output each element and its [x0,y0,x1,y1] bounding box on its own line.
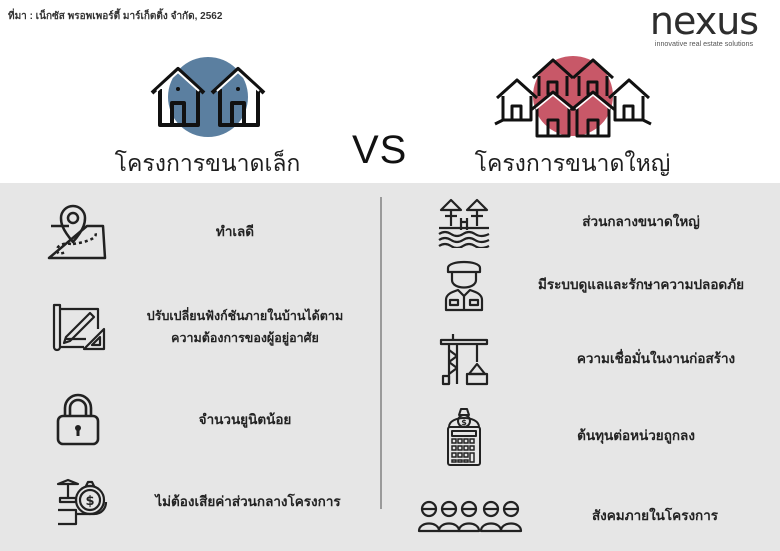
large-item-construction-text: ความเชื่อมั่นในงานก่อสร้าง [576,351,736,366]
large-item-low-cost: $ ต้นทุนต่อหน่วยถูกลง [432,404,726,468]
large-item-low-cost-text: ต้นทุนต่อหน่วยถูกลง [577,428,695,443]
pool-pavilion-icon [432,190,496,254]
community-people-icon [416,484,526,548]
source-citation: ที่มา : เน็กซัส พรอพเพอร์ตี้ มาร์เก็ตติ้… [8,11,223,22]
nexus-logo: nexus innovative real estate solutions [636,2,772,48]
small-item-location-text: ทำเลดี [215,224,255,239]
money-bag-hand-icon: $ [50,470,114,534]
small-item-no-fee: $ ไม่ต้องเสียค่าส่วนกลางโครงการ [50,470,368,534]
small-item-few-units: จำนวนยูนิตน้อย [46,388,325,452]
small-item-customizable-text: ปรับเปลี่ยนฟังก์ชันภายในบ้านได้ตาม ความต… [146,309,344,345]
svg-text:$: $ [85,494,94,509]
large-item-security: มีระบบดูแลและรักษาความปลอดภัย [432,253,766,317]
small-item-customizable: ปรับเปลี่ยนฟังก์ชันภายในบ้านได้ตาม ความต… [46,295,350,359]
calculator-money-icon: $ [432,404,496,468]
large-item-community-text: สังคมภายในโครงการ [591,508,719,523]
small-item-few-units-text: จำนวนยูนิตน้อย [198,412,292,427]
security-guard-icon [432,253,496,317]
logo-tagline: innovative real estate solutions [654,39,754,48]
large-item-facilities: ส่วนกลางขนาดใหญ่ [432,190,736,254]
blueprint-pencil-icon [46,295,110,359]
padlock-icon [46,388,110,452]
large-item-facilities-text: ส่วนกลางขนาดใหญ่ [582,214,700,229]
large-project-title: โครงการขนาดใหญ่ [474,151,671,177]
small-project-header: โครงการขนาดเล็ก [105,52,310,182]
vs-label: VS [352,128,408,172]
logo-wordmark: nexus [649,0,759,43]
center-divider [380,197,382,509]
large-project-header: โครงการขนาดใหญ่ [470,52,675,182]
map-pin-icon [46,200,110,264]
house-cluster-icon [470,52,675,140]
large-item-community: สังคมภายในโครงการ [416,484,740,548]
large-item-security-text: มีระบบดูแลและรักษาความปลอดภัย [537,277,745,292]
comparison-panel [0,183,780,551]
small-item-location: ทำเลดี [46,200,270,264]
two-houses-icon [105,52,310,140]
construction-crane-icon [432,327,496,391]
small-project-title: โครงการขนาดเล็ก [114,151,301,177]
small-item-no-fee-text: ไม่ต้องเสียค่าส่วนกลางโครงการ [155,494,341,509]
large-item-construction: ความเชื่อมั่นในงานก่อสร้าง [432,327,756,391]
svg-text:$: $ [461,418,467,427]
